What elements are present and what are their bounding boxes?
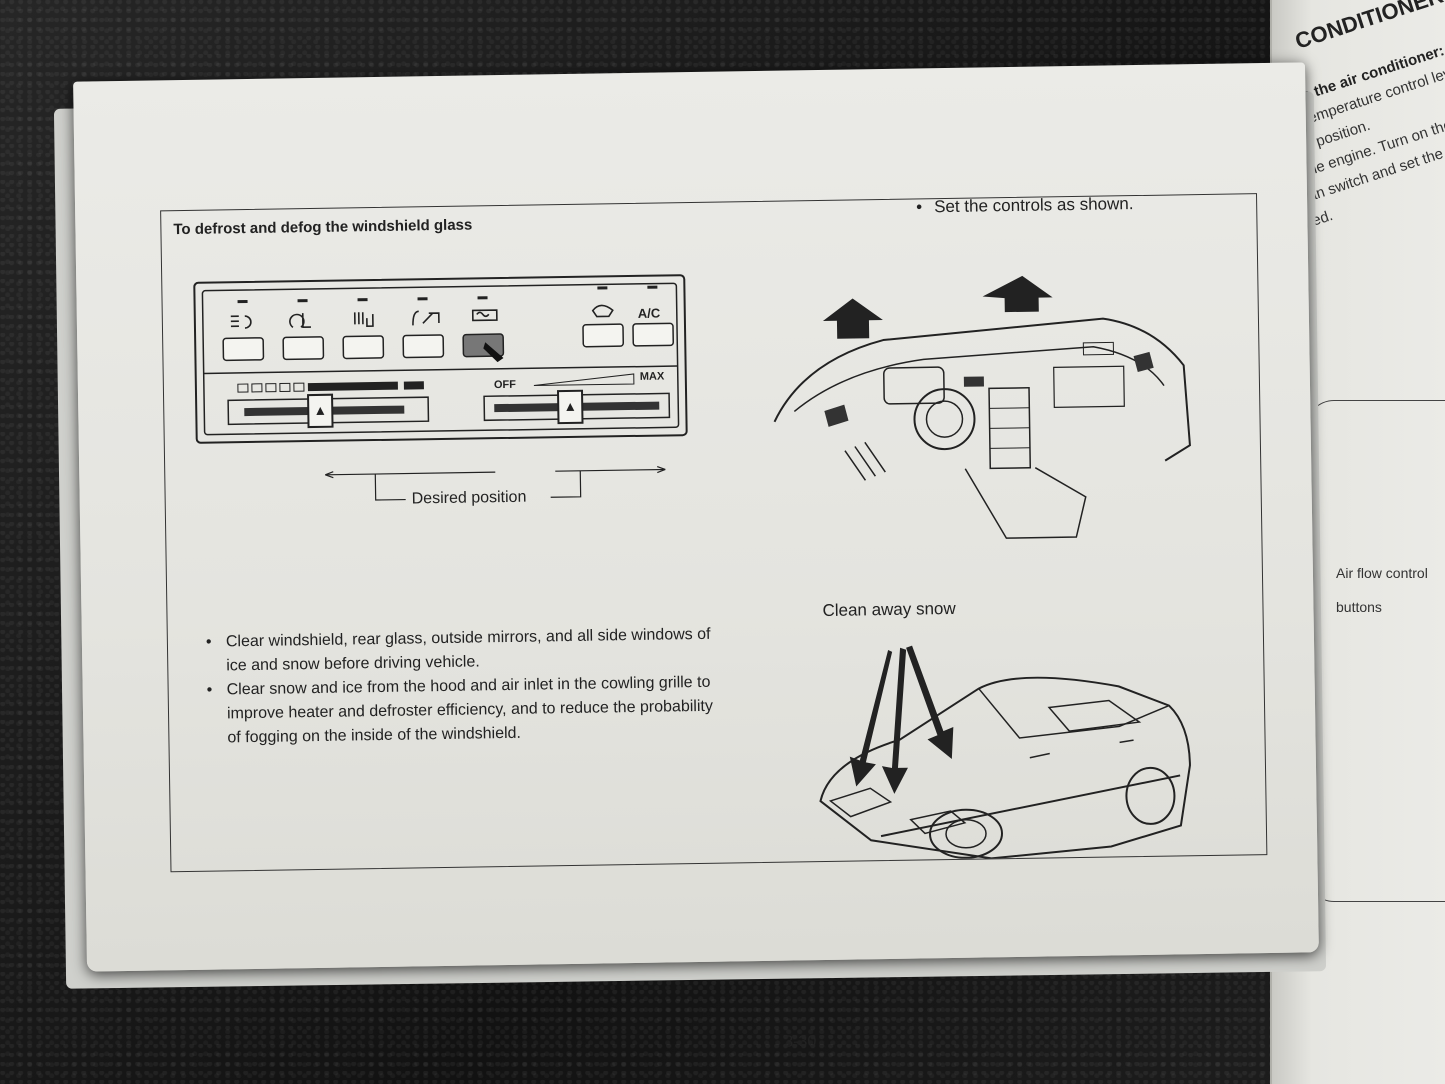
list-item: Clear snow and ice from the hood and air…: [206, 671, 727, 751]
instruction-text: Set the controls as shown.: [916, 194, 1134, 217]
control-panel-diagram: A/C OFF MAX: [192, 273, 696, 521]
snow-arrows: [848, 645, 954, 795]
dashboard-diagram: [762, 245, 1207, 552]
mode-icons: [231, 305, 613, 328]
fan-off-label: OFF: [494, 379, 516, 391]
list-item: Clear windshield, rear glass, outside mi…: [206, 623, 727, 679]
fan-scale: [238, 381, 424, 392]
page-number: 3-30: [784, 1033, 816, 1052]
car-diagram: [788, 625, 1232, 862]
indicator-lamps: [237, 286, 657, 304]
right-page-frame: [1306, 400, 1445, 902]
airflow-arrow-icon: [982, 275, 1053, 312]
content-frame: To defrost and defog the windshield glas…: [160, 193, 1267, 872]
a-c-label: A/C: [638, 306, 661, 321]
snow-label: Clean away snow: [822, 599, 956, 621]
max-label: MAX: [640, 370, 665, 382]
desired-position-label: Desired position: [412, 489, 527, 508]
mode-buttons: [223, 323, 673, 360]
air-flow-caption: Air flow control buttons: [1336, 556, 1428, 624]
airflow-arrow-icon: [823, 298, 884, 339]
section-title: To defrost and defog the windshield glas…: [173, 216, 472, 238]
manual-page: To defrost and defog the windshield glas…: [73, 62, 1319, 971]
fan-speed-wedge: [534, 374, 634, 386]
right-page-heading: CONDITIONER (if eq: [1292, 0, 1445, 55]
buttons-label: buttons: [1336, 590, 1428, 624]
air-flow-label: Air flow control: [1336, 556, 1428, 590]
bullet-list: Clear windshield, rear glass, outside mi…: [206, 623, 728, 751]
